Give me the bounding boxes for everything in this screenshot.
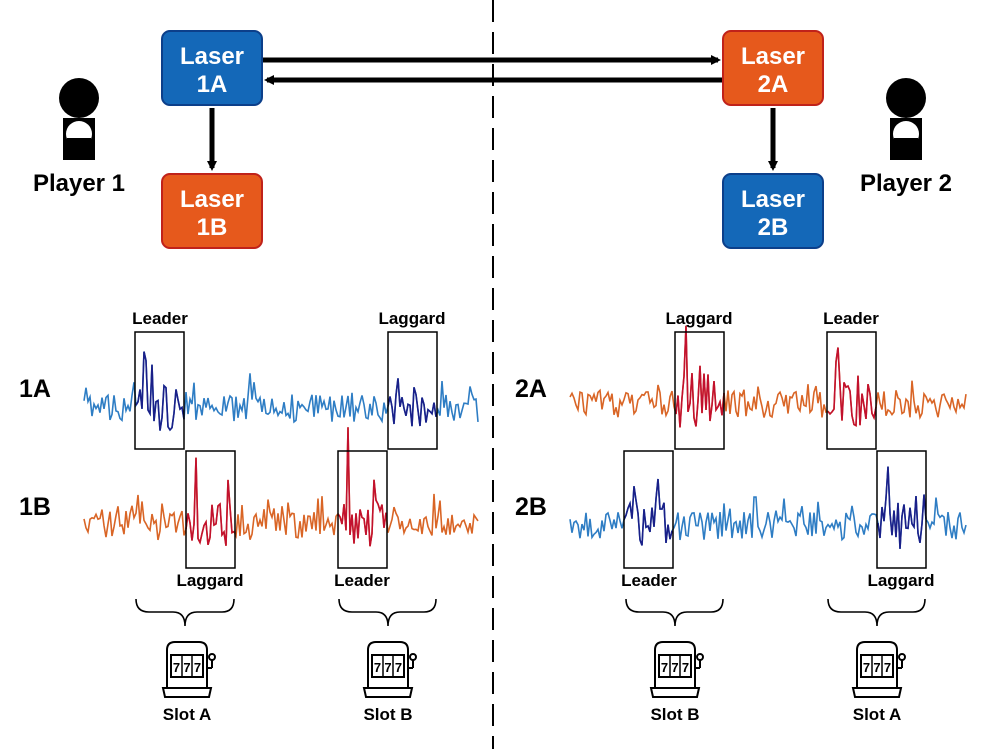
svg-text:7: 7 xyxy=(661,660,668,675)
trace-1b-highlight-leader xyxy=(337,427,387,547)
svg-text:7: 7 xyxy=(884,660,891,675)
tag-2a-laggard: Laggard xyxy=(665,309,732,328)
svg-text:7: 7 xyxy=(873,660,880,675)
svg-text:7: 7 xyxy=(183,660,190,675)
brace-p2-slot-b xyxy=(625,598,724,627)
brace-p2-slot-a xyxy=(827,598,926,627)
player-2-label: Player 2 xyxy=(860,170,952,197)
player-1-icon xyxy=(59,78,99,160)
trace-label-1a: 1A xyxy=(19,375,51,403)
svg-text:7: 7 xyxy=(173,660,180,675)
svg-text:7: 7 xyxy=(682,660,689,675)
trace-2a xyxy=(569,325,967,428)
frame-2a-laggard xyxy=(674,331,725,450)
trace-2a-highlight-leader xyxy=(827,347,877,427)
slot-label-p1-left: Slot A xyxy=(163,705,211,724)
player-2-icon xyxy=(886,78,926,160)
trace-1a-highlight-laggard xyxy=(387,378,437,427)
trace-2b-highlight-leader xyxy=(623,478,673,546)
trace-2b-highlight-laggard xyxy=(877,466,927,549)
svg-text:7: 7 xyxy=(671,660,678,675)
frame-2b-leader xyxy=(623,450,674,569)
laser-2a-box: Laser 2A xyxy=(722,30,824,106)
laser-2a-line2: 2A xyxy=(758,71,789,98)
svg-text:7: 7 xyxy=(194,660,201,675)
tag-2b-leader: Leader xyxy=(621,571,677,590)
frame-1b-leader xyxy=(337,450,388,569)
tag-2b-laggard: Laggard xyxy=(867,571,934,590)
tag-1a-leader: Leader xyxy=(132,309,188,328)
laser-1a-line2: 1A xyxy=(197,71,228,98)
laser-1b-box: Laser 1B xyxy=(161,173,263,249)
laser-1a-box: Laser 1A xyxy=(161,30,263,106)
tag-2a-leader: Leader xyxy=(823,309,879,328)
svg-text:7: 7 xyxy=(863,660,870,675)
svg-text:7: 7 xyxy=(374,660,381,675)
brace-p1-slot-a xyxy=(135,598,235,627)
player-1-label: Player 1 xyxy=(33,170,125,197)
tag-1a-laggard: Laggard xyxy=(378,309,445,328)
svg-text:7: 7 xyxy=(395,660,402,675)
brace-p1-slot-b xyxy=(338,598,437,627)
trace-1a-highlight-leader xyxy=(135,351,185,432)
laser-2b-box: Laser 2B xyxy=(722,173,824,249)
laser-1b-line2: 1B xyxy=(197,214,228,241)
frame-2b-laggard xyxy=(876,450,927,569)
tag-1b-laggard: Laggard xyxy=(176,571,243,590)
slot-label-p2-left: Slot B xyxy=(650,705,699,724)
laser-2b-line1: Laser xyxy=(741,186,805,213)
trace-label-2b: 2B xyxy=(515,493,547,521)
laser-1b-line1: Laser xyxy=(180,186,244,213)
frame-1b-laggard xyxy=(185,450,236,569)
frame-1a-leader xyxy=(134,331,185,450)
laser-1a-line1: Laser xyxy=(180,43,244,70)
tag-1b-leader: Leader xyxy=(334,571,390,590)
laser-2b-line2: 2B xyxy=(758,214,789,241)
slot-label-p2-right: Slot A xyxy=(853,705,901,724)
trace-label-2a: 2A xyxy=(515,375,547,403)
trace-2a-highlight-laggard xyxy=(675,325,725,428)
frame-1a-laggard xyxy=(387,331,438,450)
frame-2a-leader xyxy=(826,331,877,450)
trace-1b xyxy=(83,427,479,547)
trace-2b xyxy=(569,466,967,549)
trace-1b-highlight-laggard xyxy=(185,457,235,546)
slot-label-p1-right: Slot B xyxy=(363,705,412,724)
svg-text:7: 7 xyxy=(384,660,391,675)
laser-2a-line1: Laser xyxy=(741,43,805,70)
trace-label-1b: 1B xyxy=(19,493,51,521)
